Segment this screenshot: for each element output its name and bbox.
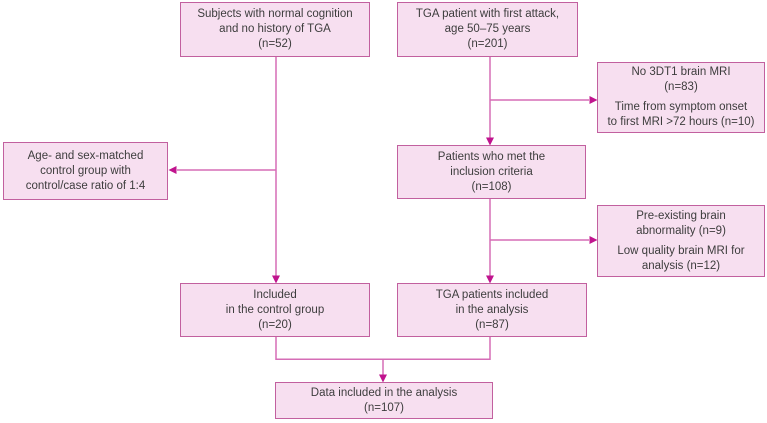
node-text-line: (n=107)	[364, 401, 404, 414]
node-text-line: analysis (n=12)	[641, 259, 721, 272]
node-inclusion-criteria: Patients who met the inclusion criteria …	[397, 145, 586, 199]
node-text-line: Data included in the analysis	[310, 386, 458, 399]
exclusion2-paragraph-1: Pre-existing brain abnormality (n=9)	[636, 209, 726, 239]
node-text-line: in the control group	[225, 303, 325, 316]
node-text-line: to first MRI >72 hours (n=10)	[607, 116, 755, 128]
node-text-line: Included	[253, 288, 297, 301]
node-text-line: Low quality brain MRI for	[617, 244, 745, 257]
node-tga-included: TGA patients included in the analysis (n…	[397, 283, 587, 337]
node-text-line: Age- and sex-matched	[27, 149, 144, 162]
node-text-line: (n=87)	[475, 318, 509, 331]
node-data-included: Data included in the analysis (n=107)	[275, 382, 493, 419]
node-text-line: No 3DT1 brain MRI	[631, 66, 731, 78]
arrowhead-into-inclusion	[486, 137, 494, 146]
node-included-control: Included in the control group (n=20)	[180, 283, 370, 337]
arrowhead-into-data-included	[379, 374, 387, 383]
node-text-line: Patients who met the	[437, 150, 546, 163]
node-text-line: TGA patients included	[435, 288, 549, 301]
node-subjects: Subjects with normal cognition and no hi…	[180, 2, 370, 57]
node-text-line: Time from symptom onset	[614, 101, 748, 113]
node-text-line: Pre-existing brain	[636, 209, 726, 222]
connector-merge	[275, 337, 491, 360]
node-text-line: in the analysis	[455, 303, 529, 316]
node-text-line: (n=20)	[258, 318, 292, 331]
arrowhead-into-exclusion2	[589, 236, 598, 244]
node-text-line: abnormality (n=9)	[636, 224, 726, 237]
node-text-line: (n=201)	[467, 38, 508, 50]
node-text-line: and no history of TGA	[219, 23, 331, 35]
arrowhead-into-control-group	[168, 166, 177, 174]
node-text-line: control/case ratio of 1:4	[25, 179, 146, 192]
node-text-line: control group with	[40, 164, 131, 177]
exclusion2-paragraph-2: Low quality brain MRI for analysis (n=12…	[617, 244, 744, 274]
node-exclusion2: Pre-existing brain abnormality (n=9) Low…	[597, 205, 765, 277]
arrowhead-into-included-control	[272, 275, 280, 284]
node-text-line: age 50–75 years	[444, 23, 531, 35]
node-text-line: (n=83)	[664, 81, 698, 93]
exclusion1-paragraph-2: Time from symptom onset to first MRI >72…	[607, 100, 754, 130]
node-control-group: Age- and sex-matched control group with …	[3, 142, 168, 200]
node-tga-patients: TGA patient with first attack, age 50–75…	[397, 2, 578, 57]
node-text-line: (n=52)	[258, 38, 292, 50]
node-text-line: (n=108)	[471, 180, 512, 193]
node-text-line: inclusion criteria	[450, 165, 533, 178]
arrowhead-into-tga-included	[486, 275, 494, 284]
arrowhead-into-exclusion1	[589, 96, 598, 104]
node-exclusion1: No 3DT1 brain MRI (n=83) Time from sympt…	[597, 62, 765, 133]
node-text-line: TGA patient with first attack,	[415, 8, 560, 20]
node-text-line: Subjects with normal cognition	[197, 8, 353, 20]
exclusion1-paragraph-1: No 3DT1 brain MRI (n=83)	[631, 65, 730, 95]
